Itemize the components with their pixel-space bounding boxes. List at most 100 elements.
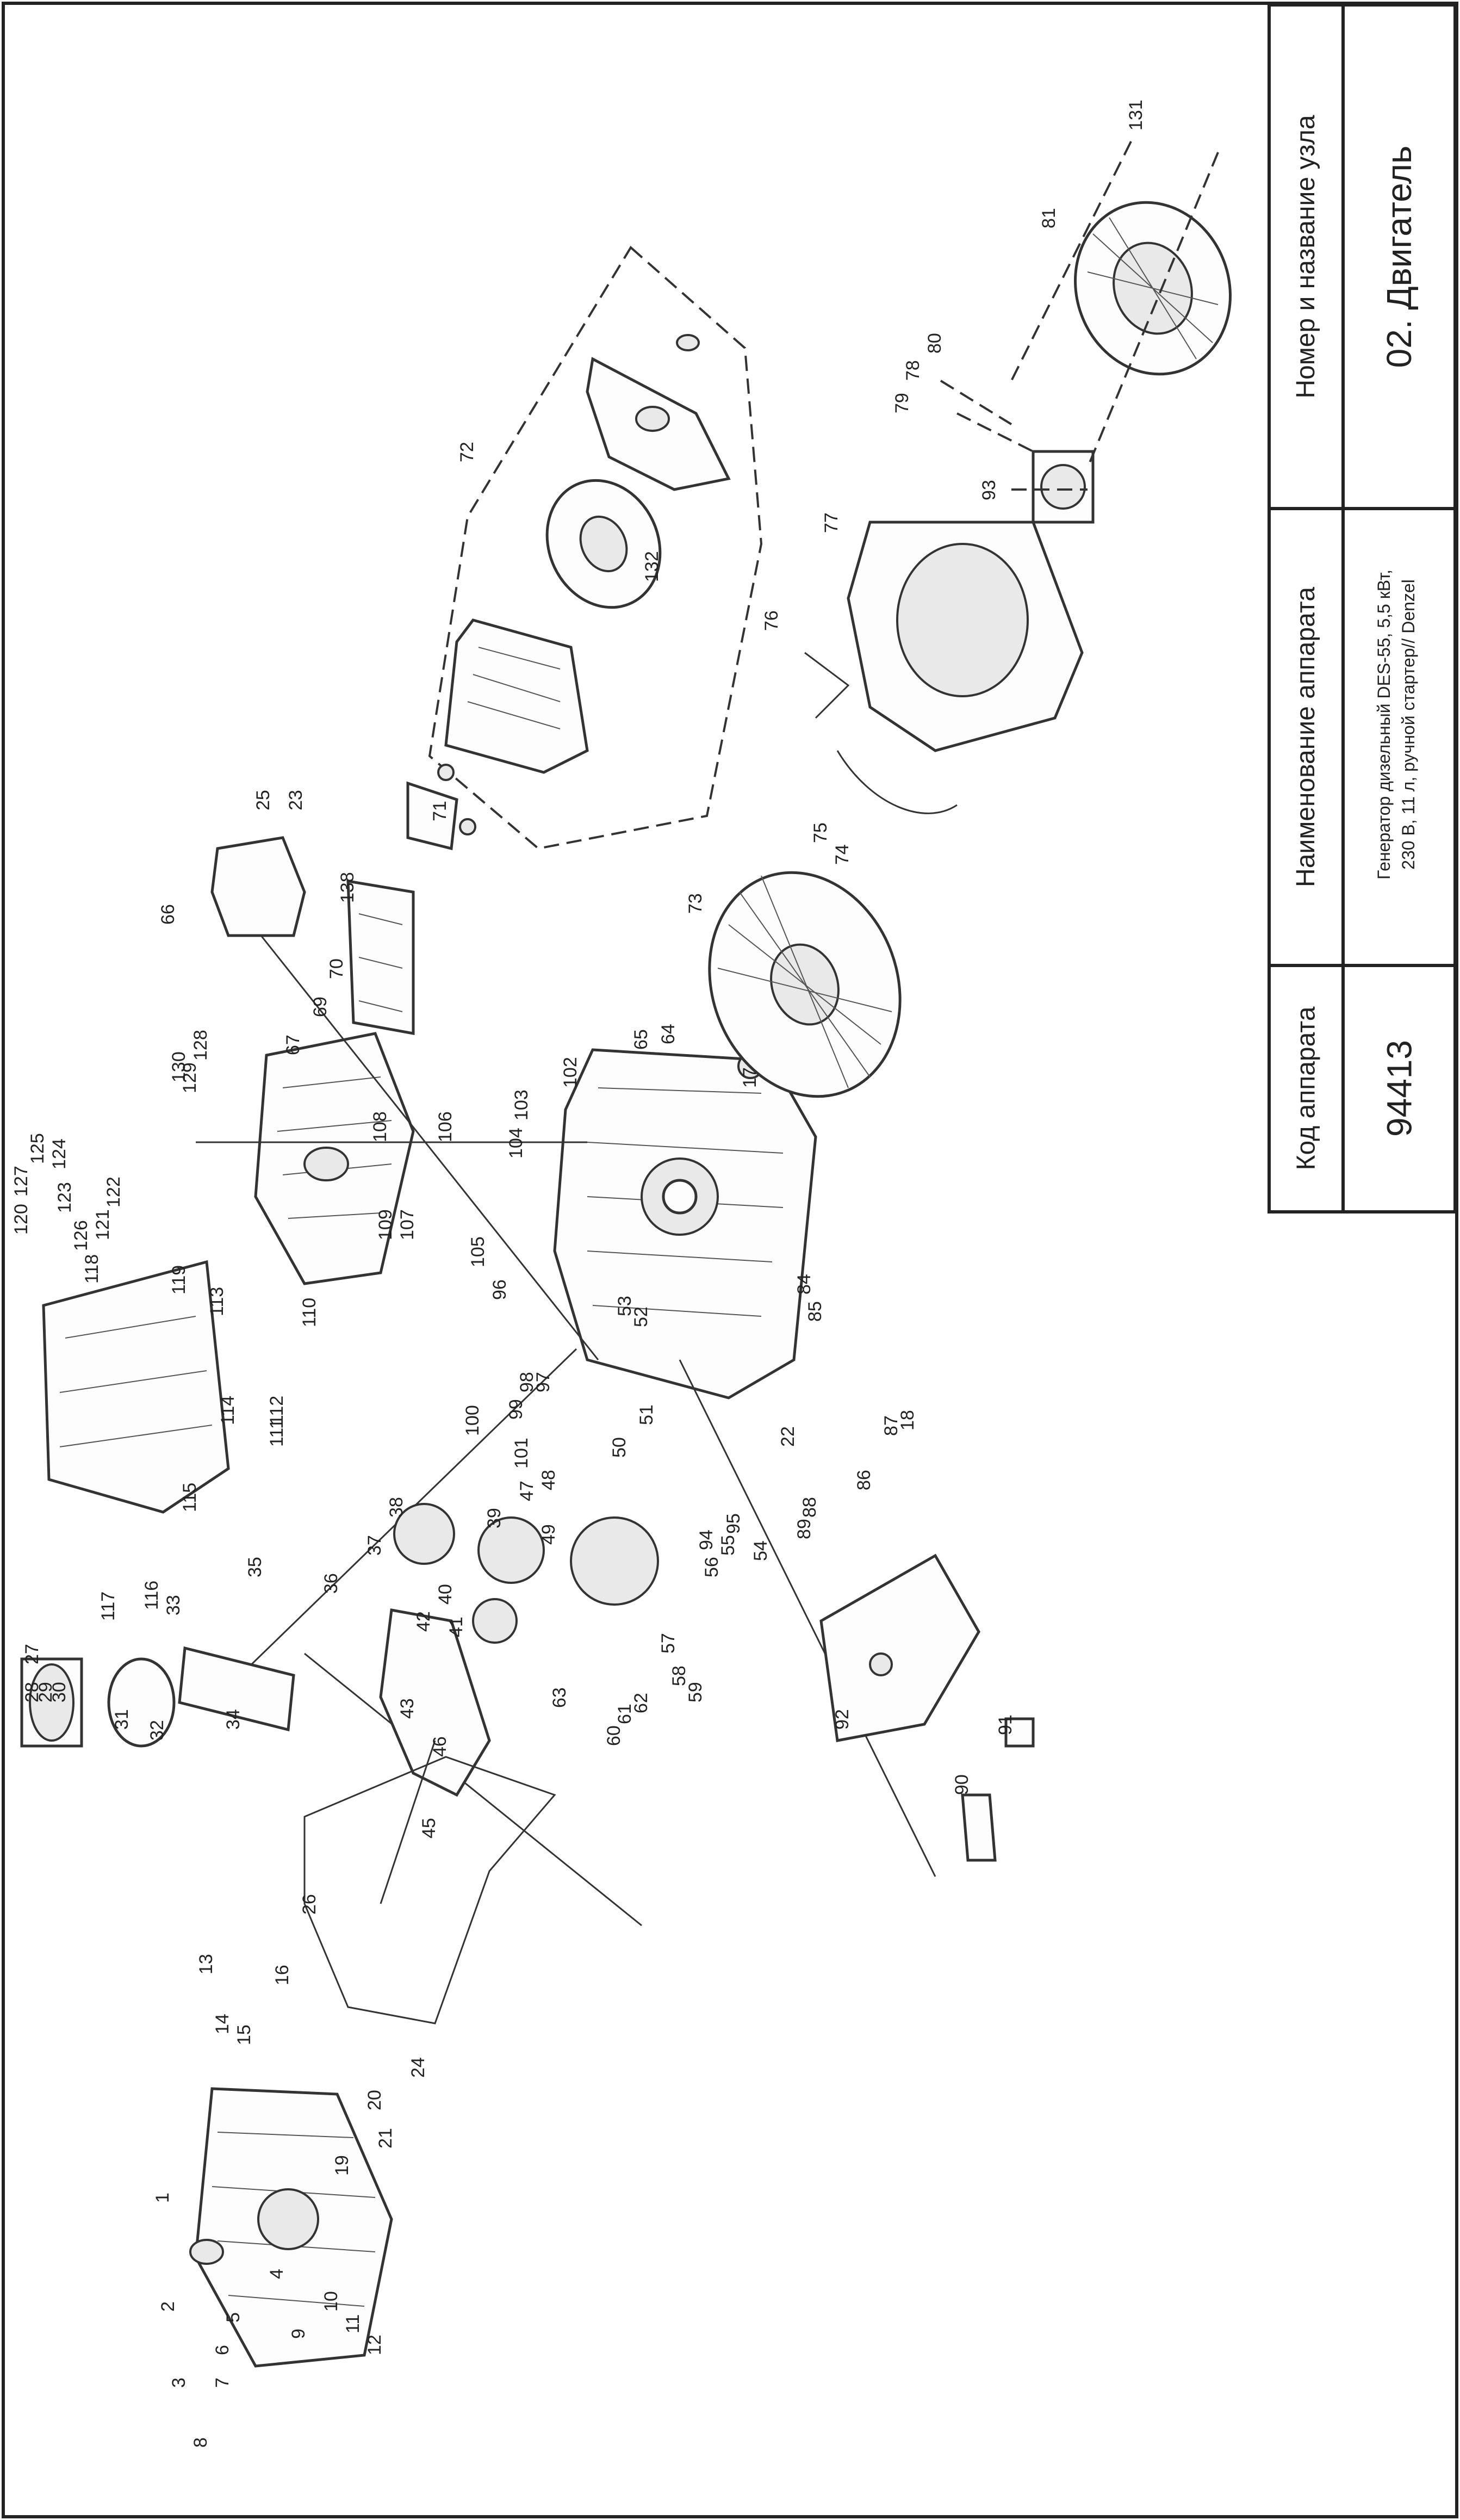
callout-46: 46 xyxy=(430,1736,450,1757)
callout-89: 89 xyxy=(794,1519,815,1539)
callout-52: 52 xyxy=(631,1307,651,1327)
code-header: Код аппарата xyxy=(1291,1006,1321,1171)
callout-48: 48 xyxy=(538,1470,559,1490)
blower-shroud xyxy=(42,1260,230,1514)
callout-65: 65 xyxy=(631,1029,651,1050)
title-block-row-divider-1 xyxy=(1271,507,1453,510)
callout-16: 16 xyxy=(272,1965,293,1985)
callout-53: 53 xyxy=(614,1296,635,1316)
piston-group xyxy=(20,1646,295,1748)
callout-58: 58 xyxy=(669,1665,689,1686)
callout-70: 70 xyxy=(326,958,347,979)
code-header-cell: Код аппарата xyxy=(1271,967,1341,1210)
callout-112: 112 xyxy=(266,1396,287,1425)
callout-10: 10 xyxy=(321,2291,341,2312)
callout-76: 76 xyxy=(761,610,782,631)
callout-69: 69 xyxy=(310,996,331,1017)
name-value-cell: Генератор дизельный DES-55, 5,5 кВт, 230… xyxy=(1345,510,1453,964)
callout-78: 78 xyxy=(903,360,923,381)
callout-124: 124 xyxy=(49,1138,70,1169)
callout-37: 37 xyxy=(364,1535,385,1556)
callout-62: 62 xyxy=(631,1693,651,1713)
callout-32: 32 xyxy=(147,1720,167,1741)
callout-85: 85 xyxy=(805,1301,825,1322)
callout-111: 111 xyxy=(266,1419,287,1447)
gasket xyxy=(303,1756,556,2024)
callout-15: 15 xyxy=(234,2024,254,2045)
callout-23: 23 xyxy=(285,790,306,810)
title-block-column-divider xyxy=(1341,7,1345,1210)
callout-95: 95 xyxy=(723,1513,744,1534)
callout-101: 101 xyxy=(511,1438,532,1469)
recoil-starter xyxy=(1032,201,1232,524)
callout-119: 119 xyxy=(169,1265,189,1295)
callout-106: 106 xyxy=(435,1111,456,1142)
callout-79: 79 xyxy=(892,393,912,413)
callout-128: 128 xyxy=(190,1030,211,1061)
callout-34: 34 xyxy=(223,1709,244,1730)
callout-108: 108 xyxy=(370,1111,390,1142)
name-header-cell: Наименование аппарата xyxy=(1271,510,1341,964)
callout-132: 132 xyxy=(642,551,662,582)
callout-116: 116 xyxy=(141,1581,162,1610)
callout-31: 31 xyxy=(111,1709,132,1730)
callout-100: 100 xyxy=(462,1405,483,1436)
name-value-line1: Генератор дизельный DES-55, 5,5 кВт, xyxy=(1374,569,1394,880)
callout-26: 26 xyxy=(299,1894,320,1915)
callout-8: 8 xyxy=(190,2437,211,2448)
callout-81: 81 xyxy=(1039,208,1059,228)
callout-94: 94 xyxy=(696,1530,717,1550)
callout-105: 105 xyxy=(468,1236,488,1267)
callout-20: 20 xyxy=(364,2090,385,2110)
callout-103: 103 xyxy=(511,1089,532,1120)
flywheel xyxy=(708,871,902,1098)
intake-parts xyxy=(210,764,476,1035)
callout-91: 91 xyxy=(995,1714,1016,1735)
code-value: 94413 xyxy=(1380,1040,1419,1137)
callout-86: 86 xyxy=(854,1470,874,1490)
callout-97: 97 xyxy=(533,1372,554,1392)
node-header-cell: Номер и название узла xyxy=(1271,7,1341,507)
callout-19: 19 xyxy=(332,2155,352,2176)
callout-40: 40 xyxy=(435,1584,456,1605)
callout-102: 102 xyxy=(560,1057,581,1088)
node-header: Номер и название узла xyxy=(1291,115,1320,399)
callout-49: 49 xyxy=(538,1524,559,1545)
callout-59: 59 xyxy=(685,1682,706,1702)
name-header: Наименование аппарата xyxy=(1291,587,1320,887)
callout-115: 115 xyxy=(179,1483,200,1512)
callout-51: 51 xyxy=(636,1404,657,1425)
callout-22: 22 xyxy=(778,1426,798,1447)
callout-87: 87 xyxy=(881,1415,902,1436)
callout-labels: 1234567891011121314151617181920212223242… xyxy=(11,100,1146,2448)
callout-9: 9 xyxy=(288,2329,309,2339)
callout-74: 74 xyxy=(832,844,853,865)
callout-33: 33 xyxy=(163,1595,184,1615)
callout-30: 30 xyxy=(49,1682,70,1702)
leader-lines xyxy=(196,141,1219,1927)
callout-67: 67 xyxy=(283,1035,303,1055)
callout-123: 123 xyxy=(54,1182,75,1213)
callout-80: 80 xyxy=(924,333,945,354)
callout-28: 28 xyxy=(22,1682,42,1702)
callout-96: 96 xyxy=(489,1279,510,1300)
callout-138: 138 xyxy=(337,872,358,903)
node-value: 02. Двигатель xyxy=(1380,145,1419,368)
callout-12: 12 xyxy=(364,2335,385,2355)
callout-90: 90 xyxy=(952,1774,972,1795)
callout-117: 117 xyxy=(98,1592,119,1621)
callout-13: 13 xyxy=(196,1954,216,1974)
callout-47: 47 xyxy=(517,1481,537,1501)
callout-104: 104 xyxy=(506,1128,526,1159)
callout-38: 38 xyxy=(386,1497,407,1518)
code-value-cell: 94413 xyxy=(1345,967,1453,1210)
crankcase xyxy=(553,1048,817,1400)
callout-93: 93 xyxy=(979,480,999,500)
callout-45: 45 xyxy=(419,1818,439,1838)
callout-43: 43 xyxy=(397,1698,418,1719)
mounting-bracket xyxy=(819,1553,1035,1862)
callout-3: 3 xyxy=(169,2377,189,2388)
callout-50: 50 xyxy=(609,1437,630,1458)
